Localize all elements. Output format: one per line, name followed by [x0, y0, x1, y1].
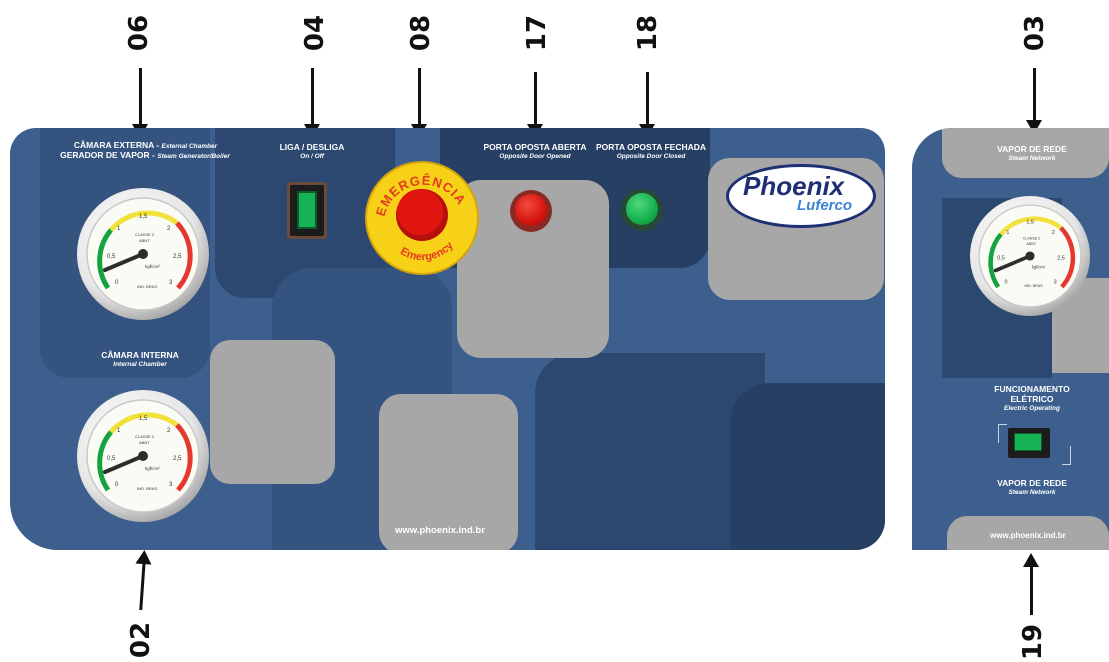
- gauge-dial: 0 0,5 1 1,5 2 2,5 3 CLASSE 2 ABNT kgf/cm…: [86, 399, 200, 513]
- gauge-unit: kgf/cm²: [145, 466, 160, 471]
- gauge-abnt: ABNT: [139, 238, 150, 243]
- gauge-tick-2.5: 2,5: [173, 254, 182, 260]
- gauge-tick-3: 3: [1054, 279, 1057, 285]
- electric-operating-label: FUNCIONAMENTO ELÉTRICO Electric Operatin…: [994, 384, 1070, 412]
- door-open-label: PORTA OPOSTA ABERTA Opposite Door Opened: [483, 142, 587, 160]
- gauge-tick-1.5: 1,5: [139, 214, 148, 220]
- selector-bracket-right: [1062, 446, 1071, 465]
- blank-panel-block: [379, 394, 518, 550]
- callout-06: 06: [124, 14, 155, 52]
- gauge-tick-0: 0: [115, 280, 119, 286]
- phoenix-luferco-logo: Phoenix Luferco: [726, 164, 876, 228]
- bg-shape: [942, 308, 1052, 378]
- gauge-abnt: ABNT: [1026, 242, 1036, 246]
- gauge-unit: kgf/cm²: [1032, 265, 1046, 270]
- callout-17: 17: [522, 14, 553, 52]
- blank-panel-block: [210, 340, 335, 484]
- callout-04: 04: [300, 14, 331, 52]
- gauge-tick-1: 1: [1006, 230, 1009, 236]
- website-text: www.phoenix.ind.br: [990, 531, 1066, 540]
- gauge-tick-0.5: 0,5: [107, 456, 116, 462]
- gauge-tick-2.5: 2,5: [173, 456, 182, 462]
- steam-label-plate: [942, 128, 1109, 178]
- callout-03: 03: [1020, 14, 1051, 52]
- gauge-abnt: ABNT: [139, 440, 150, 445]
- side-control-panel: VAPOR DE REDE Steam Network 0 0,5 1 1,5 …: [912, 128, 1109, 550]
- callout-19: 19: [1018, 623, 1049, 661]
- arrow-19: [1023, 553, 1039, 615]
- main-control-panel: CÂMARA EXTERNA - External Chamber GERADO…: [10, 128, 885, 550]
- internal-chamber-label: CÂMARA INTERNA Internal Chamber: [101, 350, 179, 368]
- external-chamber-pressure-gauge: 0 0,5 1 1,5 2 2,5 3 CLASSE 2 ABNT kgf/cm…: [77, 188, 209, 320]
- gauge-tick-1: 1: [117, 428, 121, 434]
- callout-08: 08: [406, 14, 437, 52]
- arrow-17: [527, 72, 543, 138]
- arrow-06: [132, 68, 148, 138]
- door-closed-label: PORTA OPOSTA FECHADA Opposite Door Close…: [595, 142, 707, 160]
- gauge-tick-0.5: 0,5: [107, 254, 116, 260]
- gauge-dial: 0 0,5 1 1,5 2 2,5 3 CLASSE 2 ABNT kgf/cm…: [978, 204, 1082, 308]
- website-text: www.phoenix.ind.br: [395, 525, 485, 536]
- on-off-switch[interactable]: [287, 182, 327, 239]
- arrow-02: [139, 559, 146, 611]
- steam-network-pressure-gauge: 0 0,5 1 1,5 2 2,5 3 CLASSE 2 ABNT kgf/cm…: [970, 196, 1090, 316]
- gauge-tick-0.5: 0,5: [997, 256, 1005, 262]
- gauge-origin: IND. BRAS.: [137, 486, 158, 491]
- steam-network-label-2: VAPOR DE REDE Steam Network: [997, 478, 1067, 496]
- arrow-08: [411, 68, 427, 138]
- gauge-tick-2: 2: [1052, 230, 1055, 236]
- gauge-class: CLASSE 2: [135, 434, 155, 439]
- arrow-04: [304, 68, 320, 138]
- steam-generator-label: GERADOR DE VAPOR - Steam Generator/Boile…: [60, 150, 230, 160]
- door-open-red-lamp-lens: [515, 194, 547, 226]
- selector-switch-rocker[interactable]: [1014, 433, 1042, 451]
- gauge-tick-2.5: 2,5: [1057, 256, 1065, 262]
- gauge-origin: IND. BRAS.: [137, 284, 158, 289]
- arrow-03: [1026, 68, 1042, 134]
- gauge-tick-1.5: 1,5: [1026, 219, 1034, 225]
- gauge-tick-0: 0: [1005, 279, 1008, 285]
- door-closed-green-lamp-lens: [626, 193, 658, 225]
- arrow-18: [639, 72, 655, 138]
- gauge-tick-2: 2: [167, 226, 171, 232]
- electric-steam-selector-switch[interactable]: [1008, 428, 1050, 458]
- bg-shape: [730, 383, 885, 550]
- emergency-stop-button[interactable]: EMERGÊNCIA Emergency: [362, 158, 482, 278]
- gauge-tick-3: 3: [169, 482, 173, 488]
- gauge-tick-1.5: 1,5: [139, 416, 148, 422]
- logo-phoenix-text: Phoenix: [743, 171, 845, 201]
- selector-bracket-left: [998, 424, 1007, 443]
- steam-network-label: VAPOR DE REDE Steam Network: [997, 144, 1067, 162]
- logo-luferco-text: Luferco: [797, 197, 853, 214]
- gauge-tick-3: 3: [169, 280, 173, 286]
- gauge-origin: IND. BRAS.: [1025, 284, 1044, 288]
- callout-02: 02: [126, 621, 157, 659]
- gauge-tick-0: 0: [115, 482, 119, 488]
- callout-18: 18: [633, 14, 664, 52]
- gauge-class: CLASSE 2: [135, 232, 155, 237]
- on-off-label: LIGA / DESLIGA On / Off: [279, 142, 345, 160]
- gauge-dial: 0 0,5 1 1,5 2 2,5 3 CLASSE 2 ABNT kgf/cm…: [86, 197, 200, 311]
- external-chamber-label: CÂMARA EXTERNA - External Chamber: [73, 140, 218, 150]
- gauge-unit: kgf/cm²: [145, 264, 160, 269]
- gauge-class: CLASSE 2: [1023, 237, 1040, 241]
- website-plate: [947, 516, 1109, 550]
- gauge-tick-1: 1: [117, 226, 121, 232]
- bg-shape: [535, 353, 765, 550]
- gauge-tick-2: 2: [167, 428, 171, 434]
- internal-chamber-pressure-gauge: 0 0,5 1 1,5 2 2,5 3 CLASSE 2 ABNT kgf/cm…: [77, 390, 209, 522]
- on-off-switch-rocker[interactable]: [297, 191, 317, 229]
